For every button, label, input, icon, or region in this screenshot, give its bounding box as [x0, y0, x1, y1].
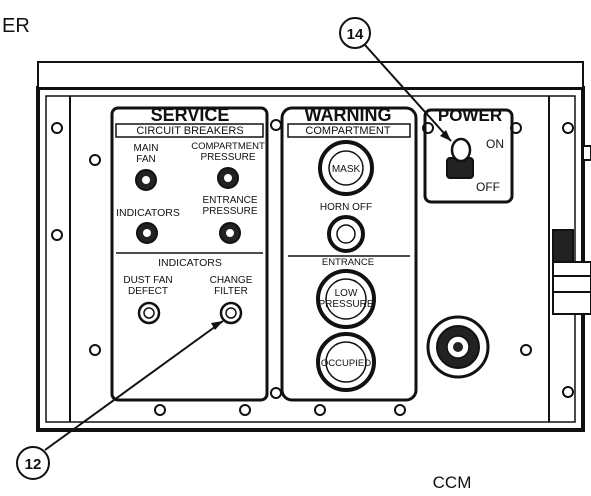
- power-on-label: ON: [486, 137, 504, 151]
- compartment-label: COMPARTMENT: [305, 125, 390, 137]
- power-toggle-switch[interactable]: [446, 137, 474, 179]
- power-title: POWER: [438, 106, 502, 125]
- compartment-pressure-breaker[interactable]: [217, 167, 239, 189]
- circuit-breakers-label: CIRCUIT BREAKERS: [136, 125, 243, 137]
- low-pressure-label-2: PRESSURE: [318, 299, 373, 310]
- panel-housing: [36, 61, 585, 432]
- right-cable-stubs: [552, 145, 591, 315]
- change-filter-light[interactable]: [219, 301, 243, 325]
- entrance-pressure-label-2: PRESSURE: [202, 206, 257, 217]
- service-panel: SERVICE CIRCUIT BREAKERS MAIN FAN COMPAR…: [110, 105, 269, 402]
- housing-screws: [51, 119, 574, 416]
- horn-off-button[interactable]: [327, 215, 365, 253]
- power-off-label: OFF: [476, 180, 500, 194]
- connector-receptacle: [426, 315, 490, 379]
- callout-14: 14: [339, 17, 452, 142]
- header-fragment: ER: [2, 15, 30, 37]
- main-fan-breaker[interactable]: [135, 169, 157, 191]
- callout-14-leader: [364, 44, 452, 142]
- low-pressure-label-1: LOW: [335, 288, 358, 299]
- entrance-pressure-breaker[interactable]: [219, 222, 241, 244]
- power-panel: POWER ON OFF: [423, 106, 514, 204]
- warning-title: WARNING: [305, 105, 392, 125]
- mask-button[interactable]: MASK: [318, 140, 374, 196]
- occupied-button[interactable]: OCCUPIED: [316, 332, 376, 392]
- main-fan-label-1: MAIN: [134, 143, 159, 154]
- mask-label: MASK: [332, 164, 361, 175]
- indicators-heading: INDICATORS: [158, 257, 222, 269]
- entrance-heading: ENTRANCE: [322, 257, 374, 268]
- compartment-pressure-label-1: COMPARTMENT: [191, 141, 265, 152]
- ccm-label: CCM: [433, 473, 472, 492]
- dust-fan-defect-label-1: DUST FAN: [123, 275, 172, 286]
- change-filter-label-2: FILTER: [214, 286, 248, 297]
- warning-panel: WARNING COMPARTMENT MASK HORN OFF ENTRAN…: [280, 105, 418, 402]
- entrance-pressure-label-1: ENTRANCE: [202, 195, 257, 206]
- callout-14-label: 14: [347, 26, 364, 43]
- dust-fan-defect-label-2: DEFECT: [128, 286, 168, 297]
- callout-12-arrowhead: [211, 321, 223, 330]
- main-fan-label-2: FAN: [136, 154, 155, 165]
- change-filter-label-1: CHANGE: [210, 275, 253, 286]
- indicators-breaker[interactable]: [136, 222, 158, 244]
- low-pressure-button[interactable]: LOW PRESSURE: [316, 269, 376, 329]
- callout-12-label: 12: [25, 456, 42, 473]
- callout-12-leader: [44, 320, 224, 451]
- horn-off-label: HORN OFF: [320, 202, 372, 213]
- service-title: SERVICE: [151, 105, 230, 125]
- callout-14-arrowhead: [440, 130, 451, 141]
- indicators-breaker-label: INDICATORS: [116, 207, 180, 219]
- dust-fan-defect-light[interactable]: [137, 301, 161, 325]
- occupied-label: OCCUPIED: [321, 358, 371, 369]
- compartment-pressure-label-2: PRESSURE: [200, 152, 255, 163]
- callout-12: 12: [16, 320, 224, 480]
